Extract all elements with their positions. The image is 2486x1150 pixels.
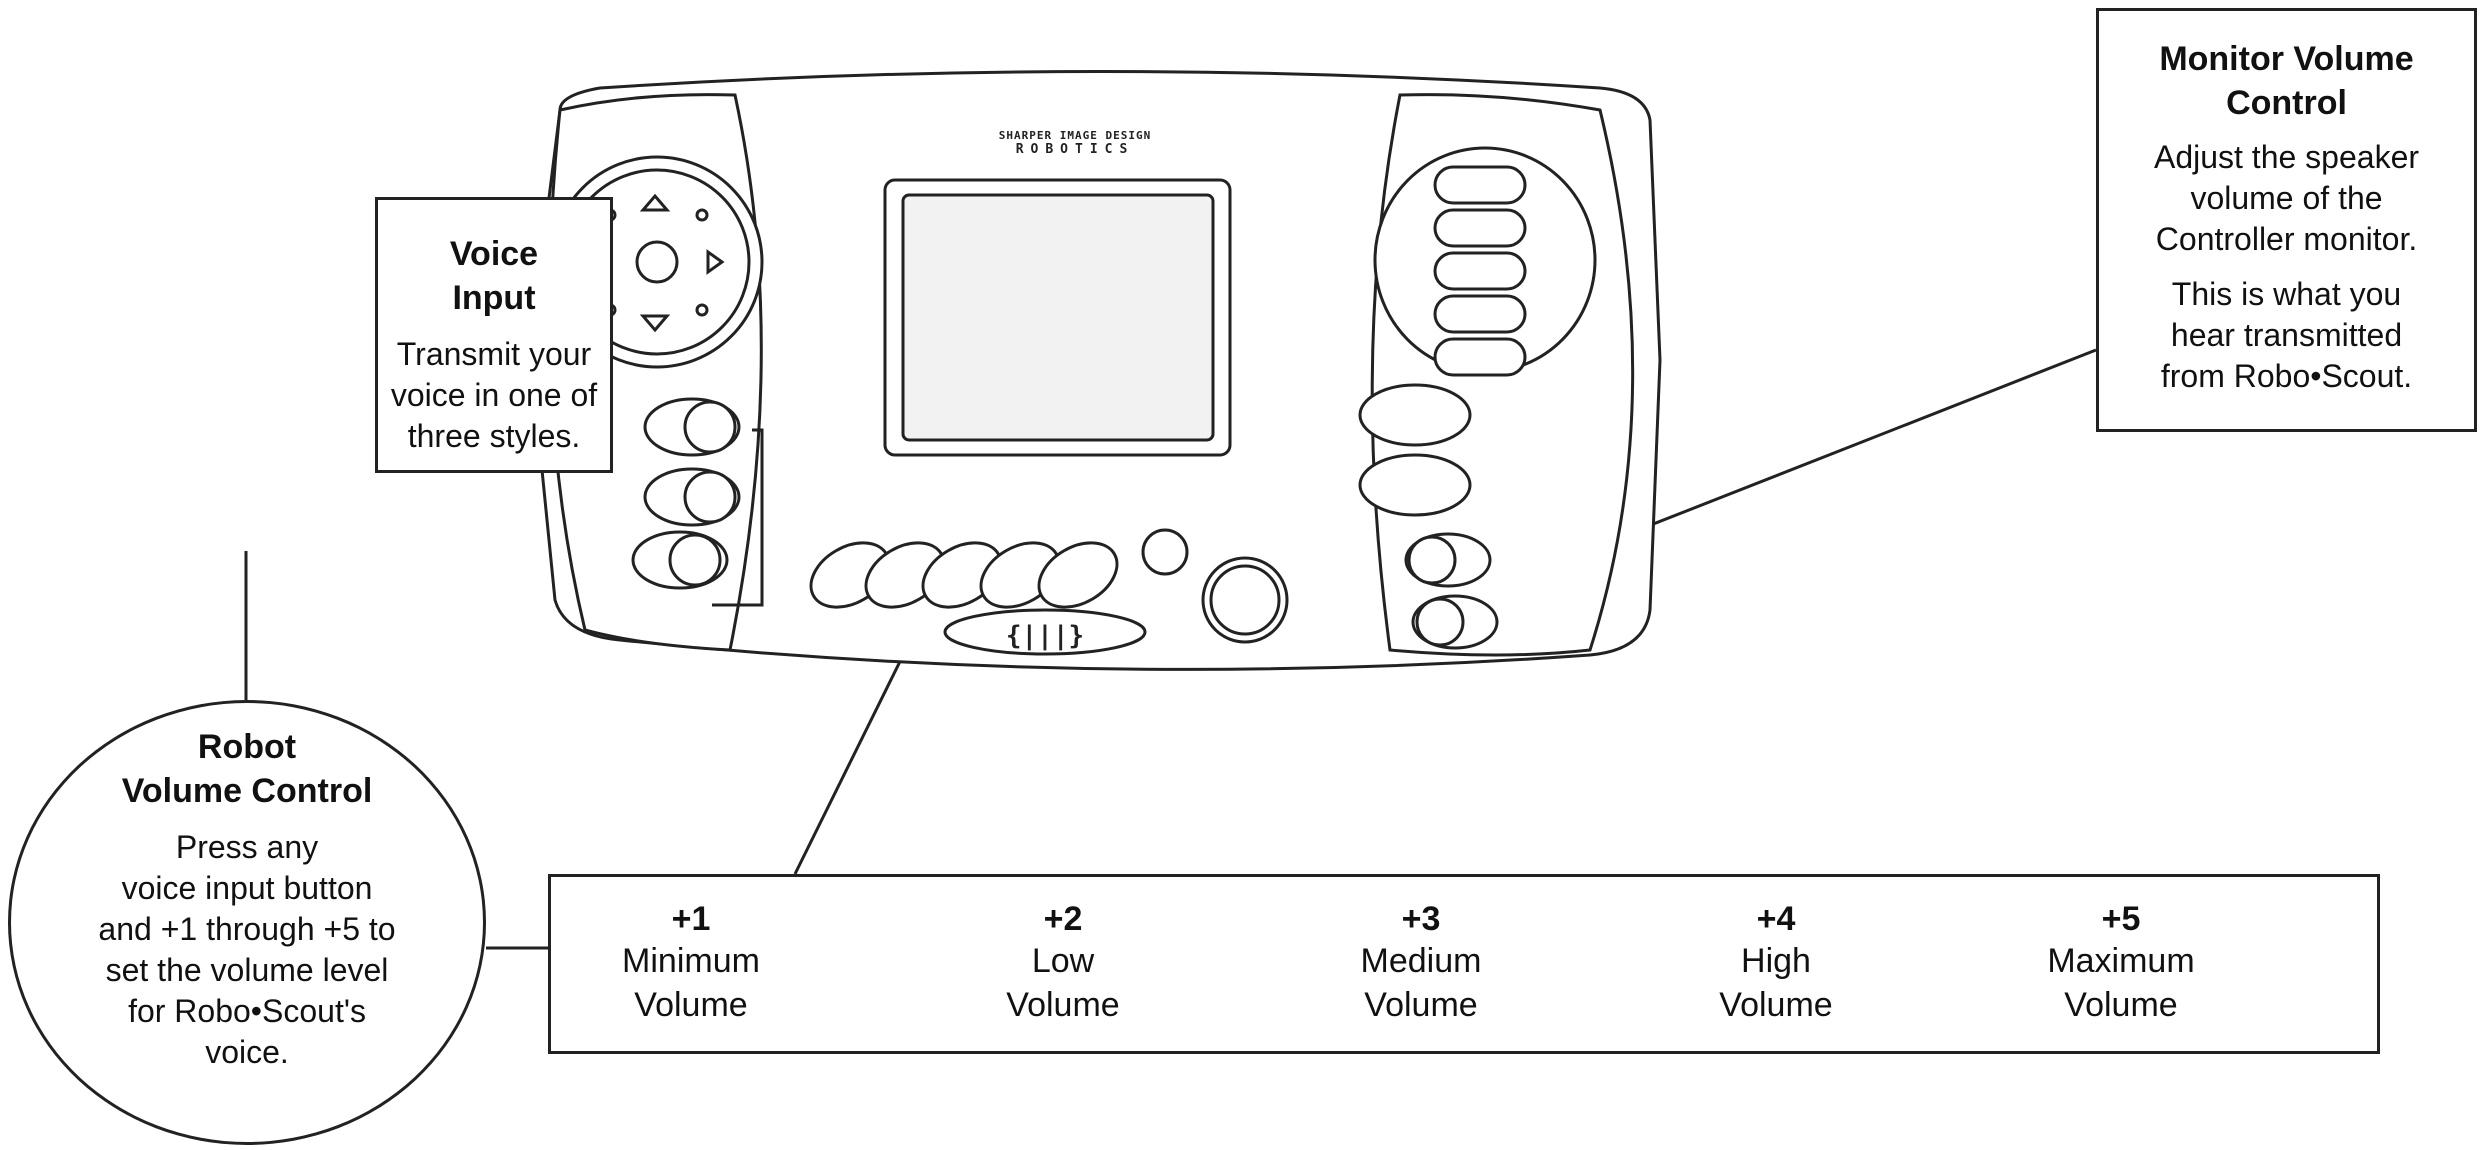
arm-button-2 <box>1433 208 1527 248</box>
device-brand: SHARPER IMAGE DESIGN ROBOTICS <box>925 129 1225 158</box>
arm-button-5 <box>1433 337 1527 377</box>
leader-volume-levels <box>793 624 920 875</box>
volume-level-5: +5 Maximum Volume <box>2001 899 2241 1027</box>
robot-volume-title: Robot Volume Control <box>121 728 373 810</box>
volume-level-5-number: +5 <box>2101 900 2141 938</box>
volume-level-4-number: +4 <box>1756 900 1796 938</box>
robot-volume-body: Press any voice input button and +1 thro… <box>98 829 396 1070</box>
monitor-screen <box>901 193 1215 442</box>
volume-level-2-label: Low Volume <box>1006 942 1120 1024</box>
arm-button-1 <box>1433 165 1527 205</box>
volume-level-1-label: Minimum Volume <box>622 942 760 1024</box>
monitor-volume-title: Monitor Volume Control <box>2159 40 2414 122</box>
dpad-center-button <box>635 240 679 284</box>
volume-level-1: +1 Minimum Volume <box>571 899 811 1027</box>
voice-input-body: Transmit your voice in one of three styl… <box>390 336 598 454</box>
voice-input-title: Voice Input <box>449 235 539 317</box>
volume-level-3-label: Medium Volume <box>1360 942 1482 1024</box>
volume-plus5-button <box>1037 541 1119 609</box>
volume-level-2-number: +2 <box>1043 900 1083 938</box>
svg-text:{|||}: {|||} <box>1006 621 1084 651</box>
monitor-volume-body-1: Adjust the speaker volume of the Control… <box>2153 139 2420 257</box>
robot-volume-callout: Robot Volume Control Press any voice inp… <box>8 700 486 1145</box>
dpad-up-arrow <box>639 193 671 212</box>
monitor-power-button <box>1141 528 1189 576</box>
brand-line2: ROBOTICS <box>1015 142 1135 157</box>
dpad-right-arrow <box>706 249 725 275</box>
monitor-volume-body-2: This is what you hear transmitted from R… <box>2160 276 2413 394</box>
speaker-grille <box>943 608 1147 656</box>
mode-button-1 <box>1358 383 1472 447</box>
volume-levels-callout: +1 Minimum Volume +2 Low Volume +3 Mediu… <box>548 874 2380 1054</box>
monitor-volume-callout: Monitor Volume Control Adjust the speake… <box>2096 8 2477 432</box>
mode-button-2 <box>1358 453 1472 517</box>
volume-level-2: +2 Low Volume <box>943 899 1183 1027</box>
brand-line1: SHARPER IMAGE DESIGN <box>998 129 1152 142</box>
volume-level-5-label: Maximum Volume <box>2047 942 2195 1024</box>
volume-level-4-label: High Volume <box>1719 942 1833 1024</box>
volume-level-1-number: +1 <box>671 900 711 938</box>
voice-input-callout: Voice Input Transmit your voice in one o… <box>375 197 613 473</box>
dpad-down-arrow <box>639 314 671 333</box>
volume-level-4: +4 High Volume <box>1656 899 1896 1027</box>
volume-level-3: +3 Medium Volume <box>1301 899 1541 1027</box>
volume-level-3-number: +3 <box>1401 900 1441 938</box>
arm-button-3 <box>1433 251 1527 291</box>
arm-button-4 <box>1433 294 1527 334</box>
